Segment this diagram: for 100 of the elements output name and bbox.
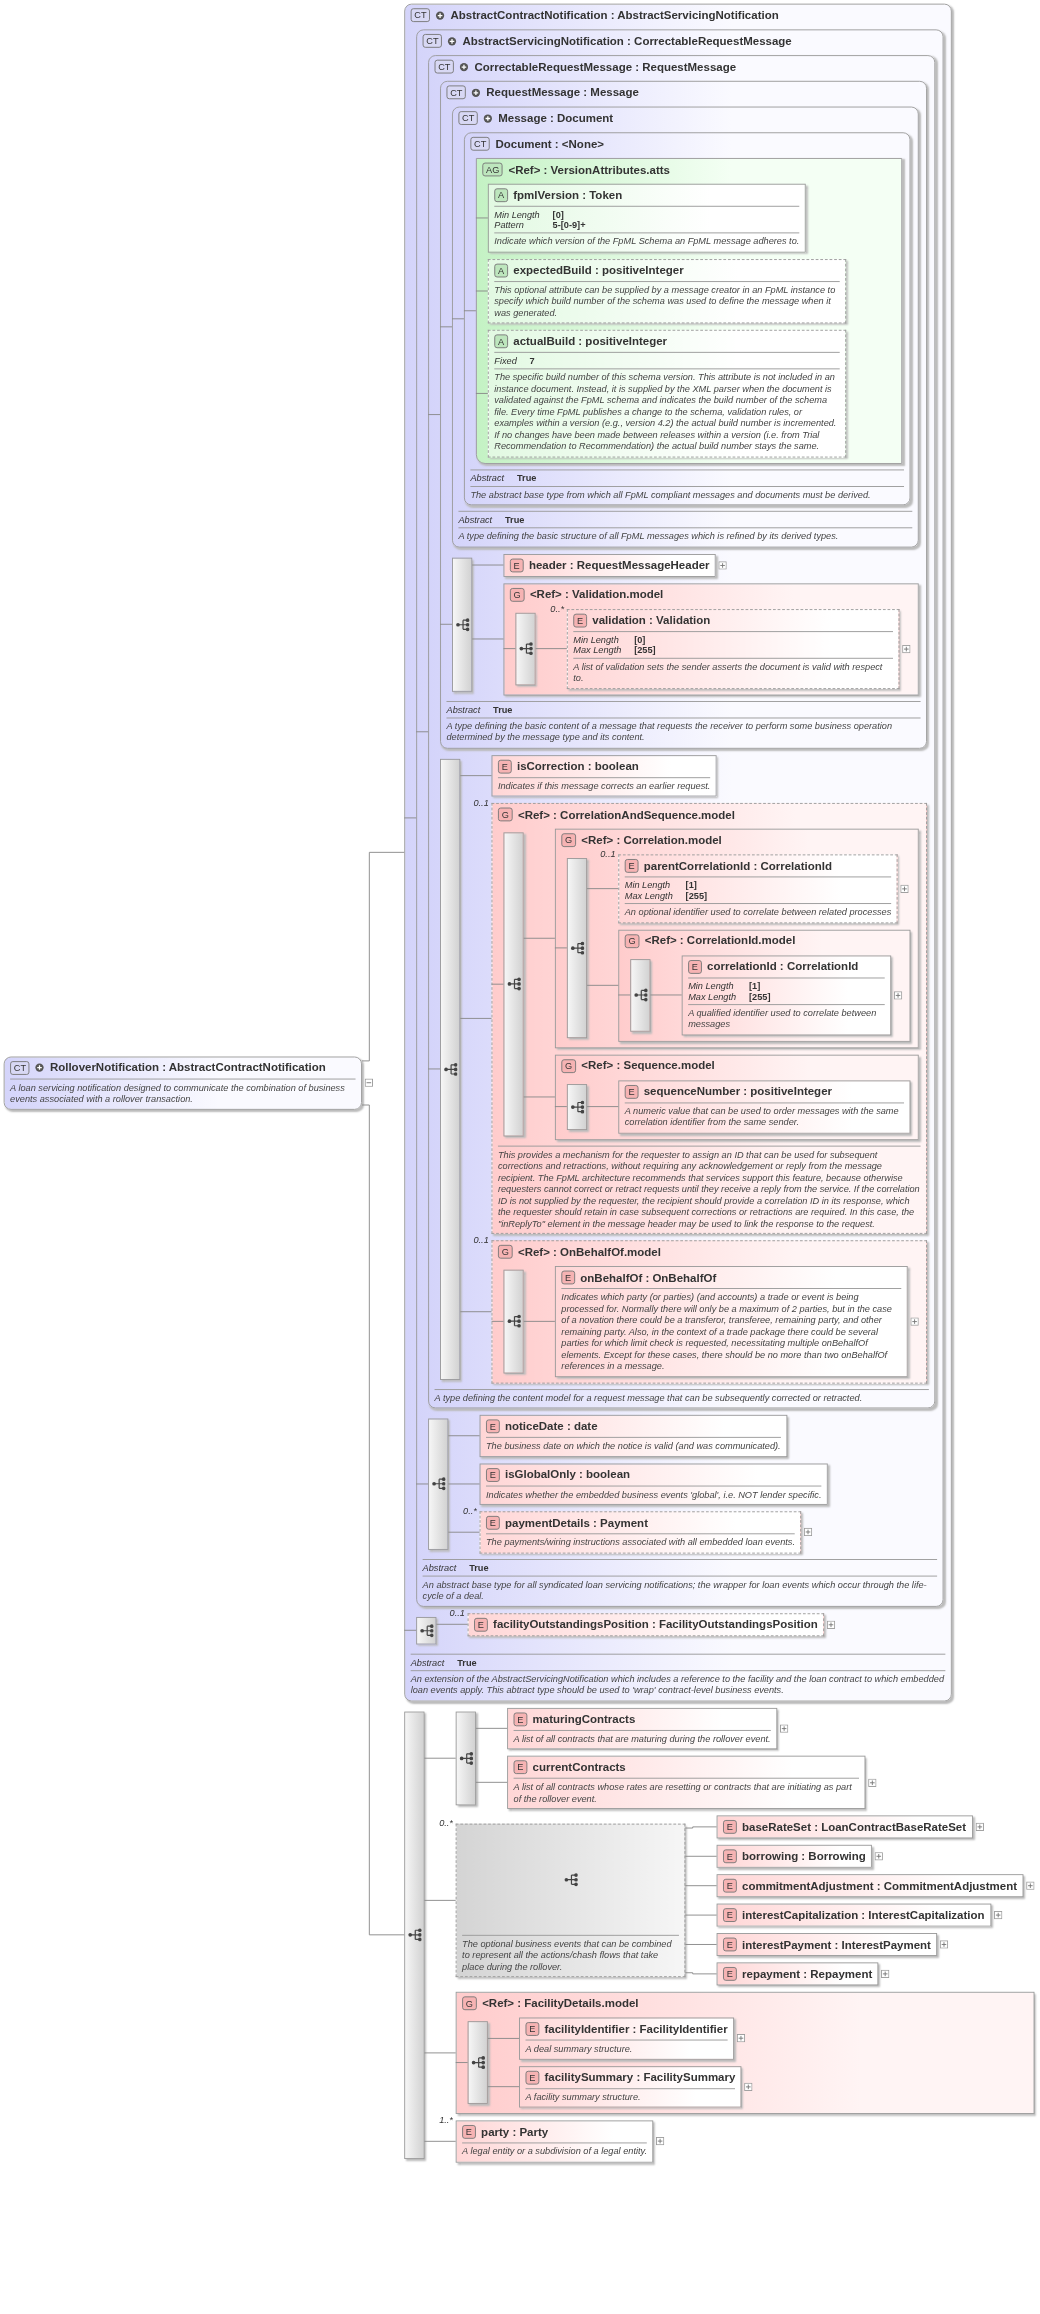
node-title: <Ref> : Correlation.model — [581, 833, 722, 847]
node-title: AbstractContractNotification : AbstractServicingNotification — [450, 8, 779, 22]
compositor-bar — [428, 1418, 449, 1550]
type-badge: AG — [482, 162, 503, 177]
node-title: header : RequestMessageHeader — [528, 558, 710, 572]
connector-line — [586, 888, 619, 890]
connector-line — [487, 2086, 520, 2088]
connector-line — [617, 994, 631, 996]
description-text: This provides a mechanism for the requester to assign an ID that can be used for subsequent corrections and retractions, without requiring any acknowledgement or reply from the message recipient. The FpML architecture recommends that services support this feature, because otherwise requesters cannot correct or retract requests until they receive a reply from the service. If the correlation ID is not supplied by the requester, the recipient should provide a correlation ID in its response, which the requester should retain in case subsequent corrections or retractions are required. In this case, the "inReplyTo" element in the message header may be used to link the response to the request. — [497, 1145, 921, 1230]
node-title: facilityIdentifier : FacilityIdentifier — [544, 2022, 728, 2036]
node-title: correlationId : CorrelationId — [707, 960, 859, 973]
connector-line — [491, 1320, 504, 1322]
complex-type-box — [3, 1056, 362, 1110]
description-text: A deal summary structure. — [525, 2039, 728, 2055]
connector-line — [475, 1781, 508, 1783]
element-box — [507, 1755, 866, 1809]
facet-name: Min Length — [624, 880, 672, 891]
multiplicity-label: 0..1 — [473, 797, 489, 808]
node-title: party : Party — [481, 2125, 549, 2139]
type-badge: A — [494, 334, 508, 349]
facet-name: Max Length — [688, 990, 737, 1001]
compositor-bar — [467, 2021, 488, 2104]
connector-line — [424, 1757, 457, 1759]
type-badge: E — [723, 1967, 737, 1981]
connector-line — [523, 937, 556, 939]
complex-type-box — [428, 55, 936, 1409]
facet-value: 7 — [529, 355, 536, 366]
complex-type-box — [463, 132, 911, 506]
type-badge: E — [513, 1712, 528, 1726]
type-badge: CT — [410, 8, 431, 23]
description-text: A list of validation sets the sender asserts the document is valid with respect to. — [573, 657, 893, 684]
connector-line — [455, 2062, 469, 2063]
description-text: The optional business events that can be combined to represent all the actions/chash flows that take place during the rollover. — [462, 1934, 679, 1973]
connector-line — [684, 1826, 718, 1829]
type-badge: G — [462, 1996, 477, 2011]
facet-value: 5-[0-9]+ — [552, 219, 587, 230]
node-title: commitmentAdjustment : CommitmentAdjustment — [742, 1879, 1018, 1893]
type-badge: E — [525, 2070, 539, 2085]
connector-line — [475, 393, 489, 394]
compositor-bar — [416, 1616, 437, 1645]
element-box — [479, 1414, 788, 1457]
connector-line — [475, 217, 489, 219]
connector-line — [424, 2052, 457, 2054]
facet-value: True — [469, 1562, 490, 1573]
connector-line — [650, 994, 683, 996]
connector-line — [586, 1106, 619, 1108]
type-badge: E — [573, 613, 587, 628]
description-text: A type defining the basic content of a message that requests the receiver to perform some business operation determined by the message type and its content. — [446, 717, 921, 744]
node-title: <Ref> : CorrelationAndSequence.model — [517, 808, 735, 821]
description-text: An abstract base type for all syndicated loan servicing notifications; the wrapper for loan events which occur through the life-cycle of a deal. — [422, 1575, 938, 1602]
element-box — [716, 1815, 973, 1839]
compositor-bar — [630, 958, 651, 1032]
connector-line — [427, 1068, 441, 1070]
group-box — [554, 1054, 919, 1140]
facet-name: Abstract — [410, 1656, 445, 1668]
node-title: <Ref> : Validation.model — [529, 588, 664, 601]
type-badge: E — [688, 959, 702, 974]
description-text: The payments/wiring instructions associated with all embedded loan events. — [486, 1533, 795, 1549]
multiplicity-label: 1..* — [439, 2114, 453, 2125]
type-badge: E — [486, 1419, 500, 1434]
element-box — [455, 2120, 654, 2163]
node-title: RolloverNotification : AbstractContractNotification — [49, 1061, 326, 1075]
element-box — [503, 553, 716, 577]
node-title: <Ref> : OnBehalfOf.model — [517, 1245, 661, 1259]
multiplicity-label: 0..1 — [449, 1607, 465, 1618]
connector-line — [415, 731, 429, 733]
connector-line — [435, 1623, 469, 1625]
node-title: repayment : Repayment — [742, 1967, 873, 1981]
connector-line — [535, 648, 568, 650]
description-text: A facility summary structure. — [525, 2087, 736, 2103]
type-badge: E — [474, 1617, 488, 1632]
facet-value: [255] — [685, 890, 709, 901]
facet-name: Abstract — [422, 1562, 457, 1573]
node-title: isCorrection : boolean — [516, 759, 639, 773]
element-box — [479, 1511, 802, 1554]
element-box — [618, 1079, 911, 1134]
connector-line — [403, 1629, 417, 1631]
facet-value: True — [493, 704, 514, 715]
node-title: sequenceNumber : positiveInteger — [643, 1085, 832, 1098]
node-title: Message : Document — [498, 111, 614, 125]
element-box — [507, 1707, 778, 1750]
type-badge: E — [723, 1937, 737, 1952]
connector-line — [684, 1855, 718, 1857]
type-badge: CT — [10, 1060, 30, 1075]
connector-line — [475, 1727, 508, 1729]
connector-line — [471, 564, 504, 566]
connector-line — [586, 984, 619, 986]
connector-line — [427, 414, 441, 416]
multiplicity-label: 0..* — [439, 1817, 453, 1829]
element-box — [479, 1463, 828, 1505]
facet-value: [0] — [552, 209, 565, 220]
connector-line — [415, 1483, 429, 1485]
connector-line — [523, 1096, 556, 1098]
description-text: A qualified identifier used to correlate between messages — [688, 1003, 885, 1031]
compositor-bar — [503, 832, 524, 1136]
attribute-box — [487, 258, 847, 324]
connector-line — [463, 310, 477, 312]
element-box — [716, 1962, 879, 1986]
description-text: A list of all contracts that are maturing during the rollover event. — [513, 1729, 771, 1745]
type-badge: E — [723, 1820, 737, 1834]
